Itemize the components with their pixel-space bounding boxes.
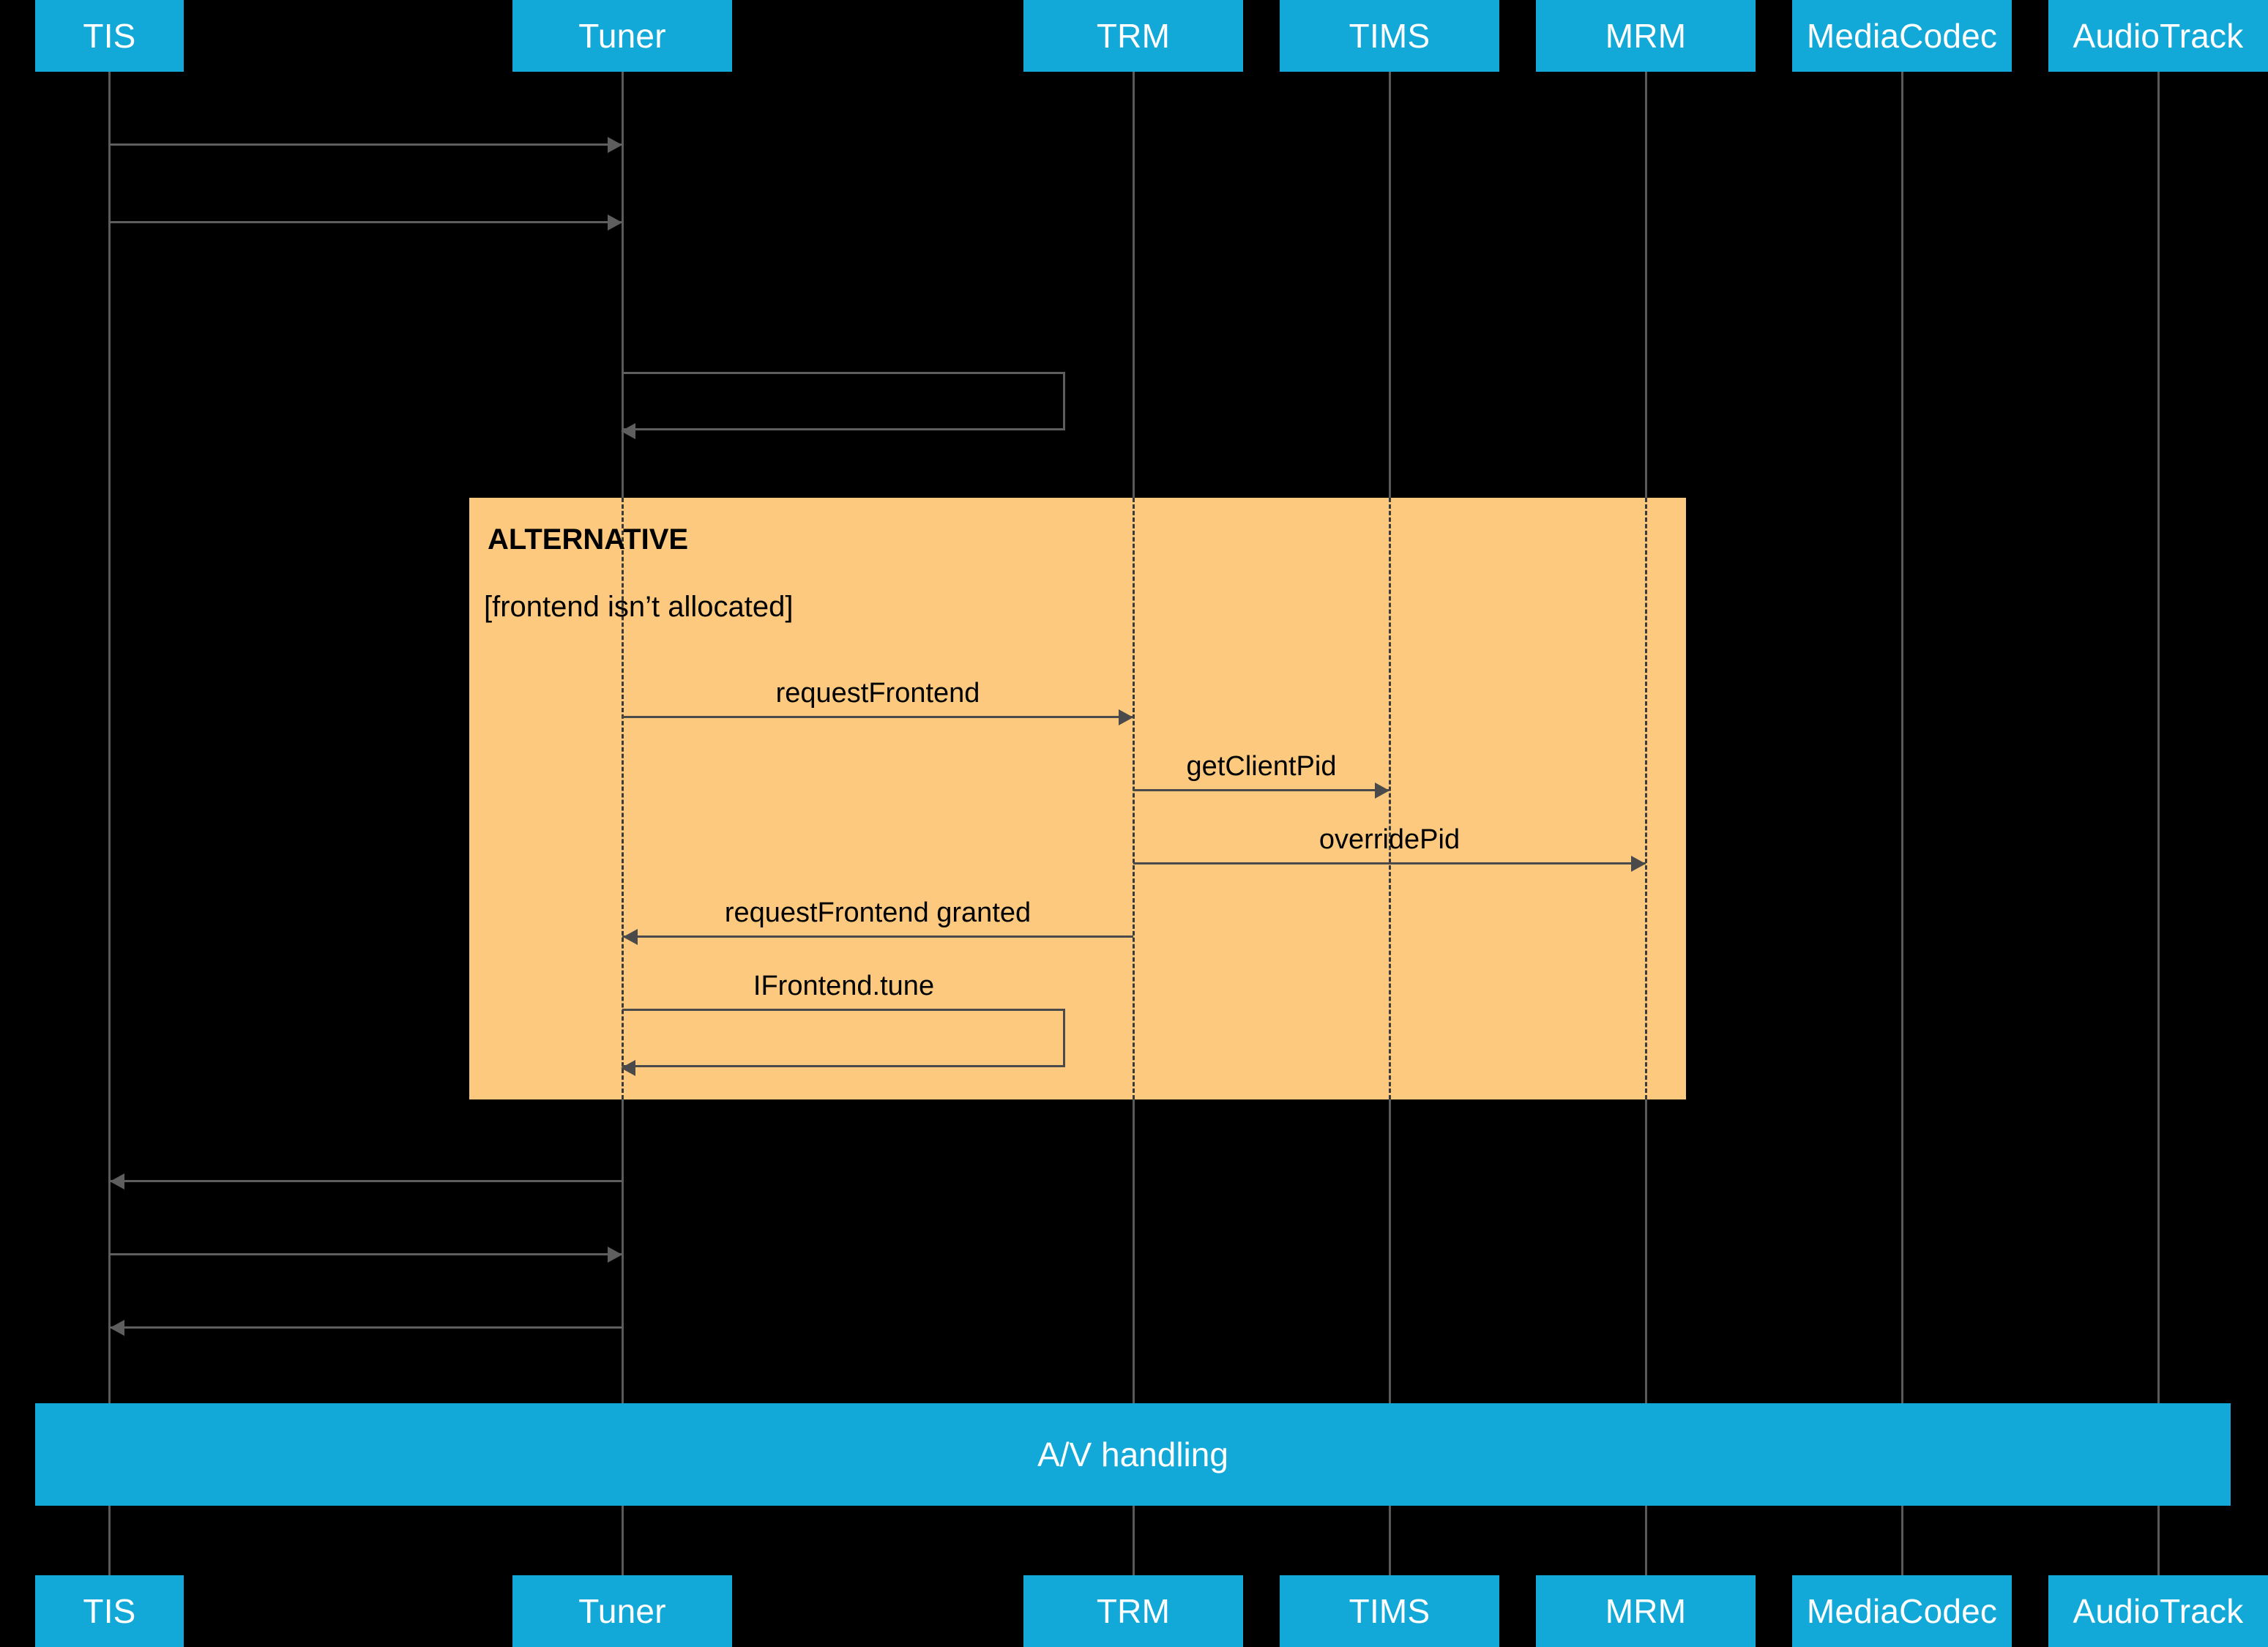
lifeline-dashed-trm [1133, 498, 1135, 1099]
message-label-m5: getClientPid [1186, 751, 1337, 782]
message-line-m2 [109, 221, 622, 223]
message-line-m1 [109, 143, 622, 146]
alternative-fragment-block [469, 498, 1686, 1099]
arrow-head-m1 [608, 137, 622, 153]
arrow-head-m4 [1119, 709, 1133, 725]
fragment-title: ALTERNATIVE [488, 523, 689, 556]
participant-top-tis[interactable]: TIS [35, 0, 184, 72]
self-message-loop-m8 [622, 1009, 1065, 1067]
arrow-head-m11 [110, 1320, 124, 1336]
lifeline-dashed-tims [1389, 498, 1391, 1099]
participant-bottom-trm[interactable]: TRM [1023, 1575, 1243, 1647]
lifeline-dashed-mrm [1645, 498, 1647, 1099]
participant-bottom-audiotrack[interactable]: AudioTrack [2048, 1575, 2268, 1647]
participant-bottom-tuner[interactable]: Tuner [512, 1575, 732, 1647]
arrow-head-m5 [1375, 783, 1389, 799]
message-line-m11 [109, 1326, 622, 1329]
arrow-head-m2 [608, 214, 622, 231]
participant-top-audiotrack[interactable]: AudioTrack [2048, 0, 2268, 72]
message-line-m4 [622, 716, 1133, 718]
message-label-m6: overridePid [1318, 824, 1461, 855]
message-label-m8: IFrontend.tune [753, 971, 935, 1001]
participant-top-mrm[interactable]: MRM [1536, 0, 1756, 72]
av-handling-bar: A/V handling [35, 1403, 2231, 1506]
participant-bottom-tims[interactable]: TIMS [1280, 1575, 1499, 1647]
message-line-m5 [1133, 789, 1389, 791]
arrow-head-m6 [1631, 856, 1646, 872]
participant-bottom-tis[interactable]: TIS [35, 1575, 184, 1647]
participant-top-trm[interactable]: TRM [1023, 0, 1243, 72]
arrow-head-m9 [110, 1173, 124, 1190]
lifeline-tis [108, 72, 111, 1575]
lifeline-mediacodec [1901, 72, 1903, 1575]
lifeline-dashed-tuner [622, 498, 624, 1099]
self-message-loop-m3 [622, 372, 1065, 430]
participant-top-tuner[interactable]: Tuner [512, 0, 732, 72]
message-line-m10 [109, 1253, 622, 1255]
participant-top-mediacodec[interactable]: MediaCodec [1792, 0, 2012, 72]
message-line-m9 [109, 1180, 622, 1182]
message-line-m6 [1133, 862, 1646, 864]
message-label-m7: requestFrontend granted [724, 897, 1032, 928]
arrow-head-m7 [623, 929, 638, 945]
fragment-guard-condition: [frontend isn’t allocated] [484, 591, 794, 623]
participant-top-tims[interactable]: TIMS [1280, 0, 1499, 72]
participant-bottom-mediacodec[interactable]: MediaCodec [1792, 1575, 2012, 1647]
arrow-head-m3 [621, 423, 635, 439]
message-line-m7 [622, 935, 1133, 938]
arrow-head-m8 [621, 1060, 635, 1076]
message-label-m4: requestFrontend [775, 678, 980, 709]
lifeline-audiotrack [2157, 72, 2160, 1575]
arrow-head-m10 [608, 1247, 622, 1263]
participant-bottom-mrm[interactable]: MRM [1536, 1575, 1756, 1647]
